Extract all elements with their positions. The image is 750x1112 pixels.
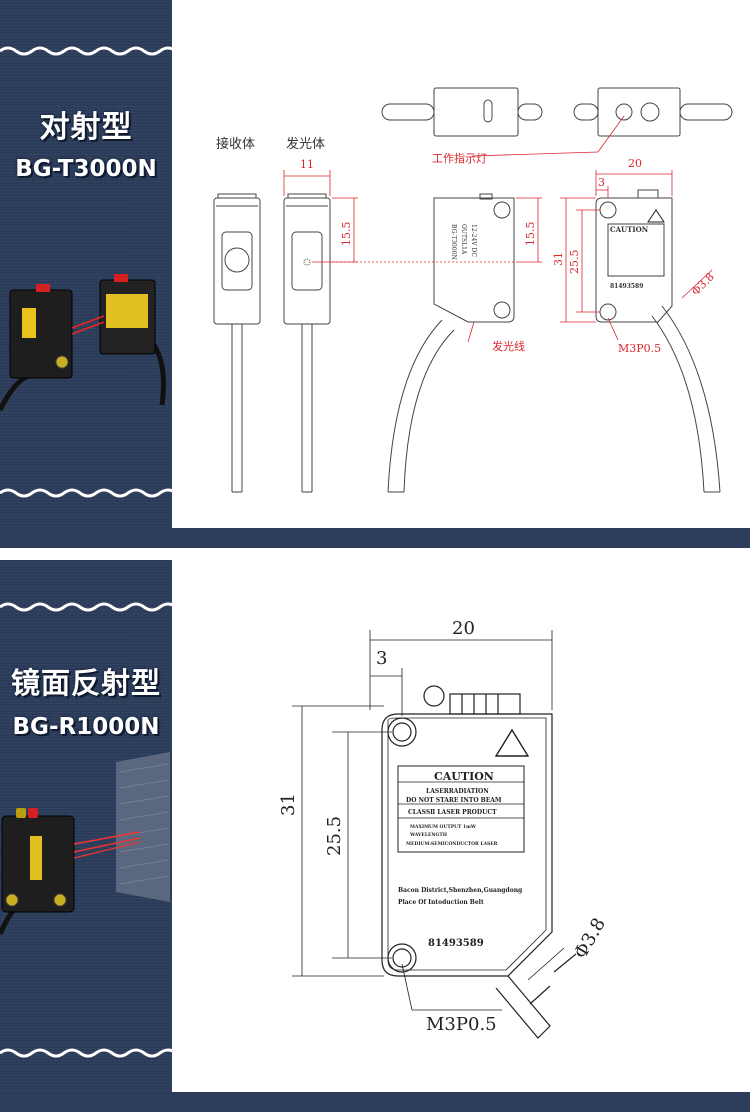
- bottom-band: [0, 1092, 750, 1112]
- dimension-drawing-through-beam: CAUTION 81493589 12-24V DC OUTSL1A BG-T3…: [172, 0, 744, 528]
- product-model: BG-T3000N: [15, 156, 157, 182]
- product-photo: [0, 752, 170, 936]
- side-output: OUTSL1A: [460, 224, 467, 255]
- side-model: BG-T3000N: [450, 224, 457, 260]
- side-panel: 镜面反射型 BG-R1000N: [0, 560, 172, 1112]
- product-type-title: 对射型: [39, 110, 133, 145]
- wave-divider: [0, 1048, 172, 1058]
- dim-width-11: 11: [300, 158, 314, 171]
- wave-divider: [0, 602, 172, 612]
- place-label: Place Of Intoduction Belt: [398, 899, 484, 906]
- dim-offset-3: 3: [598, 176, 605, 189]
- wave-divider: [0, 488, 172, 498]
- product-model: BG-R1000N: [12, 714, 160, 740]
- dim-cable-diameter: Φ3.8: [570, 914, 610, 962]
- dim-height-15-5-a: 15.5: [340, 222, 353, 247]
- dim-height-31: 31: [552, 252, 565, 266]
- caution-label: CAUTION: [434, 770, 494, 783]
- dim-cable-diameter: Φ3.8: [689, 270, 717, 298]
- laser-radiation-label: LASERRADIATION: [426, 788, 489, 795]
- label-emitter: 发光体: [286, 136, 325, 152]
- serial-label: 81493589: [428, 938, 484, 949]
- laser-class-label: CLASSⅡ LASER PRODUCT: [408, 809, 497, 816]
- dimension-drawing-mirror: CAUTION LASERRADIATION DO NOT STARE INTO…: [172, 560, 744, 1092]
- max-output-label: MAXIMUM OUTPUT 1mW: [410, 824, 477, 830]
- label-thread: M3P0.5: [618, 342, 661, 355]
- wavelength-label: WAVELENGTH: [409, 832, 448, 838]
- dim-width-20: 20: [628, 157, 642, 170]
- section-through-beam: 对射型 BG-T3000N: [0, 0, 750, 548]
- address-label: Bacon District,Shenzhen,Guangdong: [398, 887, 523, 894]
- dim-offset-3: 3: [376, 648, 387, 669]
- label-thread: M3P0.5: [426, 1014, 497, 1035]
- caution-label: CAUTION: [610, 225, 649, 234]
- product-photo: [0, 274, 166, 412]
- section-mirror-reflective: 镜面反射型 BG-R1000N: [0, 560, 750, 1112]
- wave-divider: [0, 46, 172, 56]
- dim-height-15-5-b: 15.5: [524, 222, 537, 247]
- medium-label: MEDIUM:SEMICONDUCTOR LASER: [406, 841, 498, 847]
- label-emit-line: 发光线: [492, 339, 525, 353]
- side-panel: 对射型 BG-T3000N: [0, 0, 172, 548]
- side-voltage: 12-24V DC: [470, 224, 477, 257]
- label-indicator-light: 工作指示灯: [432, 151, 487, 165]
- do-not-stare-label: DO NOT STARE INTO BEAM: [406, 797, 502, 804]
- serial-label: 81493589: [610, 283, 643, 290]
- dim-height-25-5: 25.5: [324, 816, 345, 856]
- dim-height-31: 31: [278, 793, 299, 816]
- dim-height-25-5: 25.5: [568, 250, 581, 275]
- dim-width-20: 20: [452, 618, 475, 639]
- label-receiver: 接收体: [216, 136, 255, 152]
- product-type-title: 镜面反射型: [10, 666, 161, 700]
- bottom-band: [0, 528, 750, 548]
